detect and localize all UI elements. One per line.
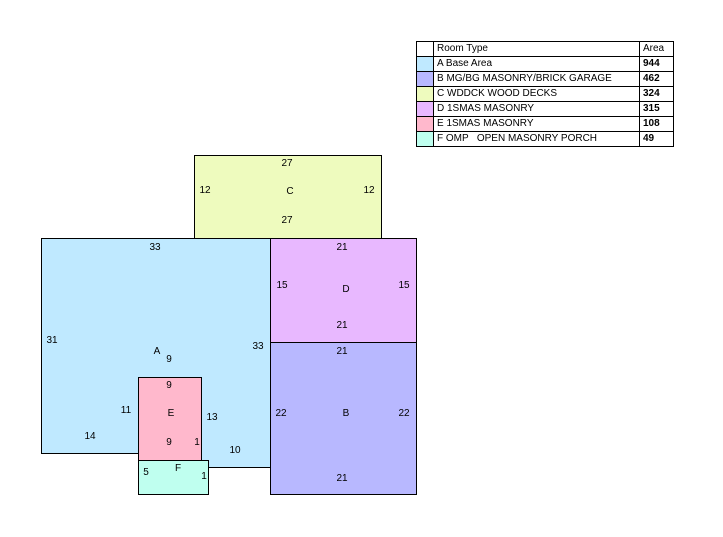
legend-swatch [416, 71, 434, 87]
room-c-wood-deck [194, 155, 382, 239]
legend-room-area: 49 [639, 131, 674, 147]
legend-room-area: 108 [639, 116, 674, 132]
legend-room-label: E 1SMAS MASONRY [433, 116, 640, 132]
legend-row: D 1SMAS MASONRY 315 [416, 101, 674, 117]
dim-d-right: 15 [398, 280, 410, 291]
dim-a-top: 33 [149, 242, 161, 253]
dim-c-right: 12 [363, 185, 375, 196]
legend-room-label: B MG/BG MASONRY/BRICK GARAGE [433, 71, 640, 87]
dim-f-left: 5 [143, 467, 149, 478]
room-letter-b: B [343, 408, 350, 419]
dim-b-right: 22 [398, 408, 410, 419]
legend-row: A Base Area 944 [416, 56, 674, 72]
legend-row: F OMP OPEN MASONRY PORCH 49 [416, 131, 674, 147]
room-letter-d: D [342, 284, 349, 295]
legend-swatch [416, 131, 434, 147]
dim-a-step-left: 11 [121, 405, 132, 416]
legend-row: B MG/BG MASONRY/BRICK GARAGE 462 [416, 71, 674, 87]
legend-header-swatch [416, 41, 434, 57]
room-letter-e: E [168, 408, 175, 419]
dim-a-notch-side: 13 [206, 412, 218, 423]
dim-d-bottom: 21 [336, 320, 348, 331]
dim-d-left: 15 [276, 280, 288, 291]
dim-a-left: 31 [46, 335, 58, 346]
legend-room-area: 315 [639, 101, 674, 117]
dim-d-top: 21 [336, 242, 348, 253]
legend-swatch [416, 56, 434, 72]
legend-header-area: Area [639, 41, 674, 57]
room-b-garage [270, 342, 417, 495]
legend-swatch [416, 86, 434, 102]
legend-swatch [416, 116, 434, 132]
dim-a-bottom: 14 [84, 431, 96, 442]
legend-swatch [416, 101, 434, 117]
room-letter-c: C [286, 186, 293, 197]
legend-room-label: C WDDCK WOOD DECKS [433, 86, 640, 102]
legend-room-label: D 1SMAS MASONRY [433, 101, 640, 117]
legend-room-area: 324 [639, 86, 674, 102]
dim-e-bottom: 9 [166, 437, 172, 448]
room-f-open-porch [138, 460, 209, 495]
dim-b-top: 21 [336, 346, 348, 357]
dim-e-right: 1 [194, 437, 200, 448]
legend-row: C WDDCK WOOD DECKS 324 [416, 86, 674, 102]
dim-b-left: 22 [275, 408, 287, 419]
room-type-legend: Room Type Area A Base Area 944 B MG/BG M… [416, 41, 674, 147]
legend-room-label: A Base Area [433, 56, 640, 72]
dim-a-right: 33 [252, 341, 264, 352]
dim-f-right: 1 [201, 471, 207, 482]
dim-a-inner: 9 [166, 354, 172, 365]
room-e-masonry [138, 377, 202, 461]
legend-room-label: F OMP OPEN MASONRY PORCH [433, 131, 640, 147]
room-letter-f: F [175, 463, 181, 474]
dim-a-notch-bottom: 10 [229, 445, 241, 456]
dim-c-left: 12 [199, 185, 211, 196]
legend-room-area: 462 [639, 71, 674, 87]
dim-b-bottom: 21 [336, 473, 348, 484]
legend-row: E 1SMAS MASONRY 108 [416, 116, 674, 132]
legend-room-area: 944 [639, 56, 674, 72]
legend-header-room-type: Room Type [433, 41, 640, 57]
dim-c-top: 27 [281, 158, 293, 169]
dim-e-top: 9 [166, 380, 172, 391]
legend-header-row: Room Type Area [416, 41, 674, 57]
room-letter-a: A [154, 346, 161, 357]
dim-c-bottom: 27 [281, 215, 293, 226]
